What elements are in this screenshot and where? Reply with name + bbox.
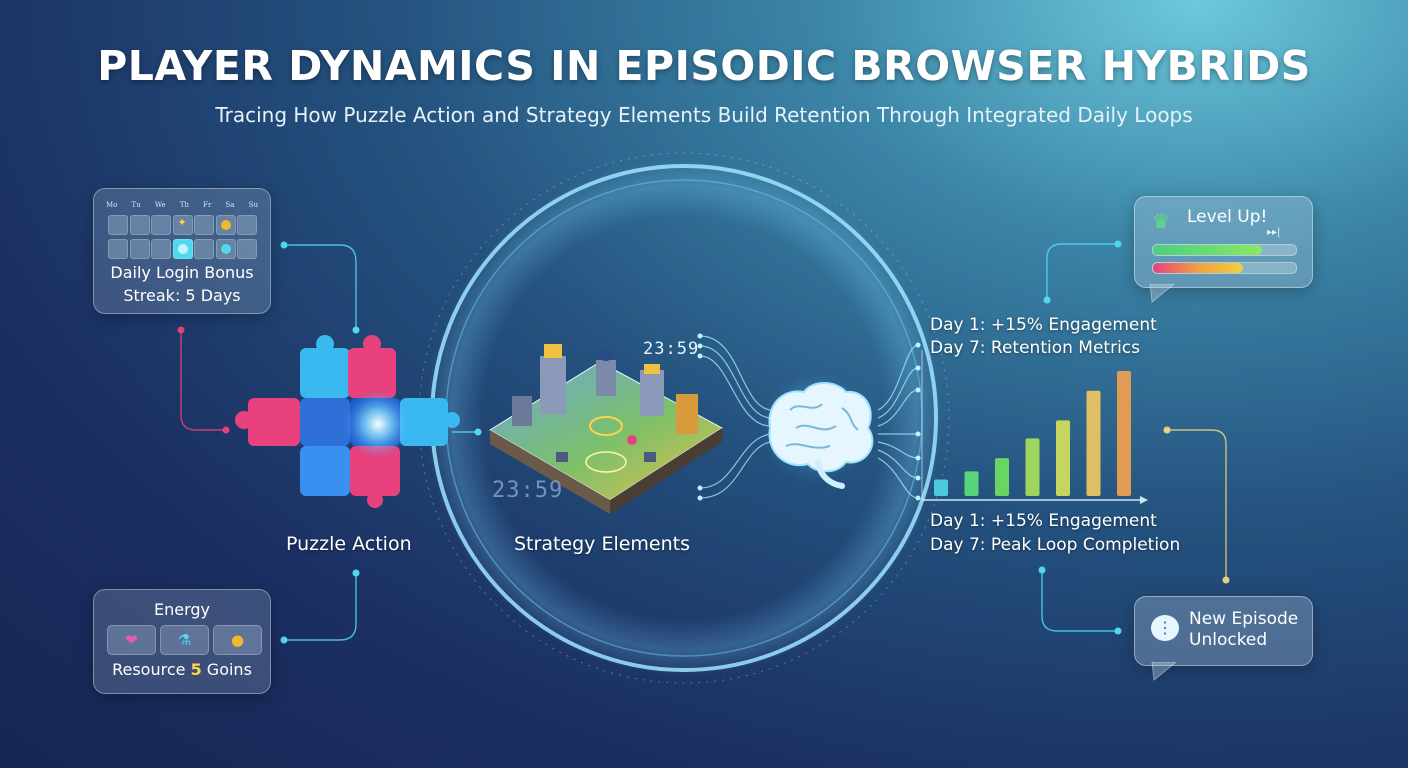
metric-bottom-line2: Day 7: Peak Loop Completion — [930, 535, 1181, 555]
chart-bar — [1056, 420, 1070, 496]
calendar-day-headers: Mo Tu We Th Fr Sa Su — [106, 201, 258, 209]
page-title: PLAYER DYNAMICS IN EPISODIC BROWSER HYBR… — [97, 42, 1311, 90]
level-up-icon: ♛ — [1152, 209, 1170, 233]
potion-icon: ⚗ — [160, 625, 209, 655]
coin-icon — [220, 220, 231, 230]
xp-bar-orange — [1152, 262, 1297, 274]
connector-lines — [180, 243, 1227, 641]
day-header: Su — [248, 201, 258, 209]
resource-slots: ❤ ⚗ ● — [107, 625, 262, 655]
neural-connections — [699, 335, 919, 499]
calendar-day — [151, 239, 171, 259]
timer-top: 23:59 — [643, 339, 700, 359]
day-header: Fr — [203, 201, 212, 209]
new-episode-bubble[interactable]: ⋮ New Episode Unlocked — [1134, 596, 1313, 666]
new-episode-bubble-tail — [1151, 662, 1177, 681]
day-header: Mo — [106, 201, 118, 209]
day-header: Th — [179, 201, 190, 209]
timer-side: 23:59 — [492, 478, 564, 503]
calendar-day — [108, 239, 128, 259]
day-header: Sa — [225, 201, 235, 209]
calendar-day — [129, 215, 150, 235]
coin-icon: ● — [213, 625, 262, 655]
calendar-day-reward — [215, 215, 236, 235]
level-up-label: Level Up! — [1187, 207, 1268, 227]
level-up-bubble[interactable]: ♛ Level Up! ▸▸| — [1134, 196, 1313, 288]
chart-bar — [1117, 371, 1131, 496]
neural-dots — [697, 333, 921, 501]
gem-icon — [177, 244, 188, 254]
resource-value: 5 — [190, 660, 202, 679]
chart-bar — [1025, 438, 1040, 496]
chart-bar — [964, 471, 979, 496]
metric-bottom-line1: Day 1: +15% Engagement — [930, 511, 1157, 531]
login-bonus-label: Daily Login Bonus — [110, 263, 254, 282]
chat-bubble-icon: ⋮ — [1151, 615, 1179, 641]
brain-icon — [760, 372, 874, 489]
daily-login-panel[interactable]: Mo Tu We Th Fr Sa Su ✦ Daily Login Bonus… — [93, 188, 271, 314]
metric-top-line2: Day 7: Retention Metrics — [930, 338, 1141, 358]
calendar-day — [194, 239, 214, 259]
puzzle-action-label: Puzzle Action — [286, 533, 412, 555]
calendar-day — [151, 215, 171, 235]
retention-bars — [934, 371, 1131, 496]
day-header: Tu — [131, 201, 141, 209]
retention-chart-axes — [921, 350, 1148, 504]
resource-line: Resource 5 Goins — [94, 660, 270, 679]
star-icon: ✦ — [177, 216, 187, 229]
resource-unit: Goins — [206, 660, 252, 679]
puzzle-pieces-icon — [235, 335, 460, 508]
xp-bar-green — [1152, 244, 1297, 256]
calendar-day-reward — [215, 239, 236, 259]
resource-label: Resource — [112, 660, 186, 679]
page-subtitle: Tracing How Puzzle Action and Strategy E… — [215, 103, 1193, 127]
calendar-day — [237, 215, 257, 235]
gem-icon — [220, 244, 231, 254]
calendar-grid: ✦ — [108, 215, 258, 259]
calendar-day-reward: ✦ — [172, 215, 193, 235]
new-episode-line1: New Episode — [1189, 609, 1299, 629]
day-header: We — [154, 201, 166, 209]
strategy-elements-label: Strategy Elements — [514, 533, 691, 555]
level-up-bubble-tail — [1149, 284, 1175, 303]
calendar-day — [194, 215, 214, 235]
new-episode-line2: Unlocked — [1189, 630, 1268, 650]
heart-gem-icon: ❤ — [107, 625, 156, 655]
xp-bar-orange-fill — [1153, 263, 1244, 273]
energy-title: Energy — [153, 600, 210, 619]
calendar-day — [108, 215, 128, 235]
calendar-day — [237, 239, 257, 259]
calendar-day-today — [172, 239, 193, 259]
xp-bar-green-fill — [1153, 245, 1262, 255]
energy-panel[interactable]: Energy ❤ ⚗ ● Resource 5 Goins — [93, 589, 271, 694]
chart-bar — [934, 479, 948, 496]
strategy-board-icon — [489, 344, 723, 514]
calendar-day — [129, 239, 150, 259]
streak-label: Streak: 5 Days — [123, 286, 241, 305]
connector-dots — [177, 240, 1230, 644]
chart-bar — [995, 458, 1009, 496]
playback-controls-icon[interactable]: ▸▸| — [1267, 227, 1281, 238]
chart-bar — [1086, 390, 1101, 496]
metric-top-line1: Day 1: +15% Engagement — [930, 315, 1157, 335]
